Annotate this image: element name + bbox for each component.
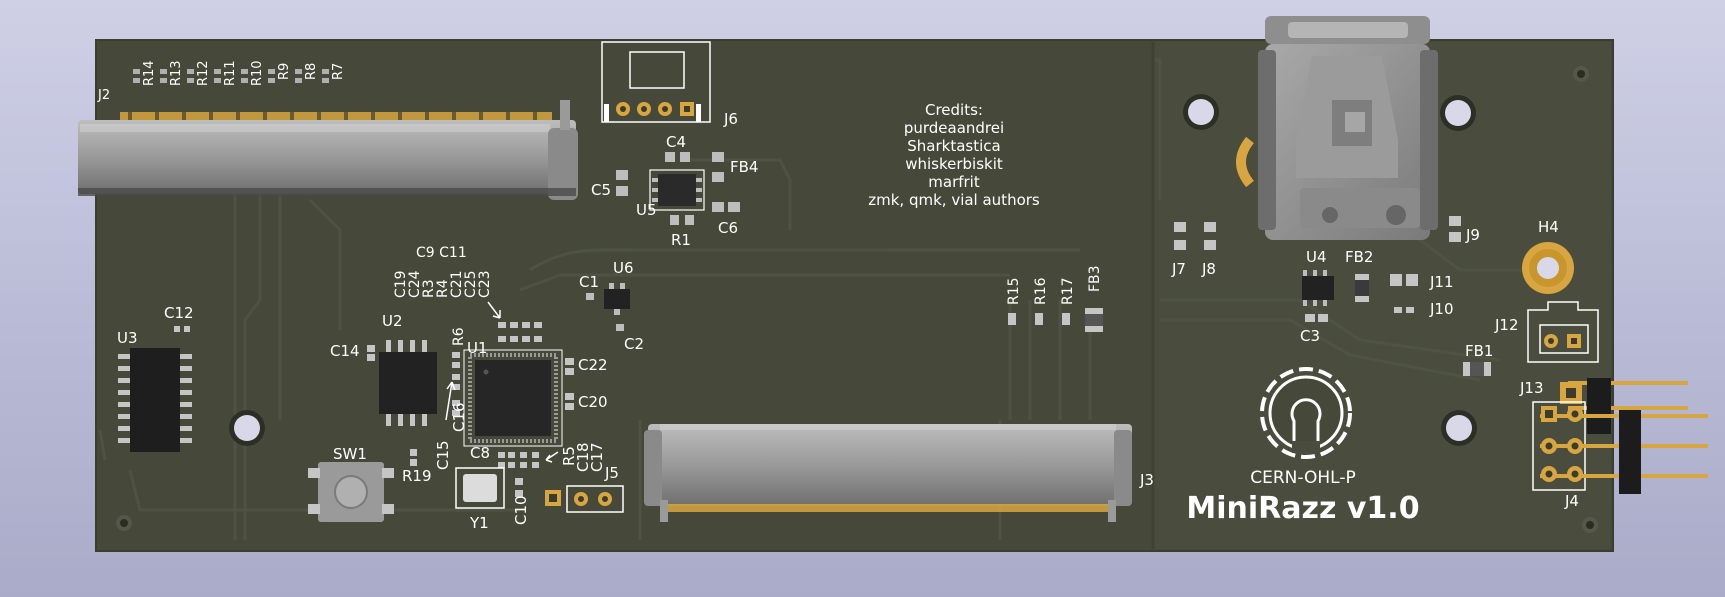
label-fb3: FB3 [1087,265,1103,292]
mounting-hole-h4: H4 [1522,218,1574,294]
open-hardware-gear-icon [1260,367,1352,459]
label-u5: U5 [636,201,657,219]
label-r15: R15 [1006,277,1022,305]
label-c6: C6 [718,219,738,237]
label-r4: R4 [435,279,451,298]
pin-header-j13: J13 [1519,378,1688,434]
label-c2: C2 [624,335,644,353]
label-c1: C1 [579,273,599,291]
label-fb1: FB1 [1465,342,1493,360]
label-u3: U3 [117,329,138,347]
label-j9: J9 [1465,226,1480,244]
label-j4: J4 [1564,492,1579,510]
label-c9-c11: C9 C11 [416,245,467,261]
label-c25: C25 [463,270,479,298]
credits-line-5: zmk, qmk, vial authors [868,191,1040,209]
ferrite-fb1: FB1 [1463,342,1493,376]
credits-line-1: purdeaandrei [904,119,1004,137]
label-j13: J13 [1519,379,1544,397]
usb-connector [1236,16,1438,240]
label-h4: H4 [1538,218,1559,236]
u4-section: U4 FB2 C3 J11 J10 [1300,248,1454,345]
label-c23: C23 [477,270,493,298]
label-c16: C16 [450,402,468,432]
credits-line-2: Sharktastica [907,137,1000,155]
label-r11: R11 [223,60,238,86]
license-label: CERN-OHL-P [1250,468,1355,488]
mounting-holes [116,66,1598,533]
label-c8: C8 [470,444,490,462]
connector-j3: J3 [644,424,1154,522]
credits-line-3: whiskerbiskit [905,155,1003,173]
label-j10: J10 [1429,300,1454,318]
label-u2: U2 [382,312,403,330]
credits-heading: Credits: [925,101,983,119]
label-fb2: FB2 [1345,248,1373,266]
label-r3: R3 [421,279,437,298]
label-j3: J3 [1139,471,1154,489]
label-c18: C18 [574,442,592,472]
connector-j5: J5 [545,464,624,513]
u5-regulator: C4 C5 FB4 U5 R1 C6 [591,133,758,249]
u1-microcontroller: U1 C22 C20 C16 C15 [434,339,608,470]
label-c19: C19 [393,270,409,298]
label-j11: J11 [1429,273,1454,291]
board-title: MiniRazz v1.0 [1186,491,1419,526]
label-c14: C14 [330,342,360,360]
label-j7: J7 [1171,260,1186,278]
label-j12: J12 [1494,316,1519,334]
label-c12: C12 [164,304,194,322]
u3-chip: U3 C12 [117,304,194,452]
label-r16: R16 [1033,277,1049,305]
label-c22: C22 [578,356,608,374]
label-c17: C17 [588,442,606,472]
resistor-row-r7-r14 [133,69,329,83]
label-r1: R1 [671,231,691,249]
label-r5: R5 [560,446,578,466]
label-j8: J8 [1201,260,1216,278]
label-c20: C20 [578,393,608,411]
jumpers-j7-j8-j9: J7 J8 J9 [1171,216,1480,278]
label-r12: R12 [196,60,211,86]
label-j5: J5 [604,464,619,482]
resistors-r15-r17: R15 R16 R17 FB3 [1006,265,1103,332]
label-c5: C5 [591,181,611,199]
connector-j6: J6 [601,41,738,128]
label-r8: R8 [304,63,319,80]
label-r10: R10 [250,60,265,86]
label-c21: C21 [449,270,465,298]
label-c3: C3 [1300,327,1320,345]
label-c15: C15 [434,440,452,470]
label-c24: C24 [407,270,423,298]
label-r17: R17 [1060,277,1076,305]
label-u1: U1 [467,339,488,357]
crystal-y1-section: C8 Y1 C10 R5 C18 C17 [455,442,606,532]
label-j2: J2 [97,88,110,103]
label-u6: U6 [613,259,634,277]
pin-header-j4: J4 [1532,401,1708,510]
label-u4: U4 [1306,248,1327,266]
connector-j12: J12 [1494,301,1599,363]
label-r7: R7 [331,63,346,80]
label-r13: R13 [169,60,184,86]
label-y1: Y1 [469,514,489,532]
label-r9: R9 [277,63,292,80]
label-c10: C10 [512,495,530,525]
credits-line-4: marfrit [928,173,980,191]
credits-block: Credits: purdeaandrei Sharktastica whisk… [868,101,1040,209]
label-r6: R6 [451,327,467,346]
cap-cluster: C9 C11 C19 C24 R3 R4 C21 C25 C23 R6 [393,245,542,368]
label-j6: J6 [723,110,738,128]
label-r19: R19 [402,467,432,485]
u6-section: U6 C1 C2 [579,259,644,353]
switch-sw1: SW1 R19 [308,445,432,522]
label-c4: C4 [666,133,686,151]
connector-j2 [78,100,578,200]
label-fb4: FB4 [730,158,758,176]
label-sw1: SW1 [333,445,367,463]
u2-chip: U2 C14 [330,312,437,426]
label-r14: R14 [142,60,157,86]
